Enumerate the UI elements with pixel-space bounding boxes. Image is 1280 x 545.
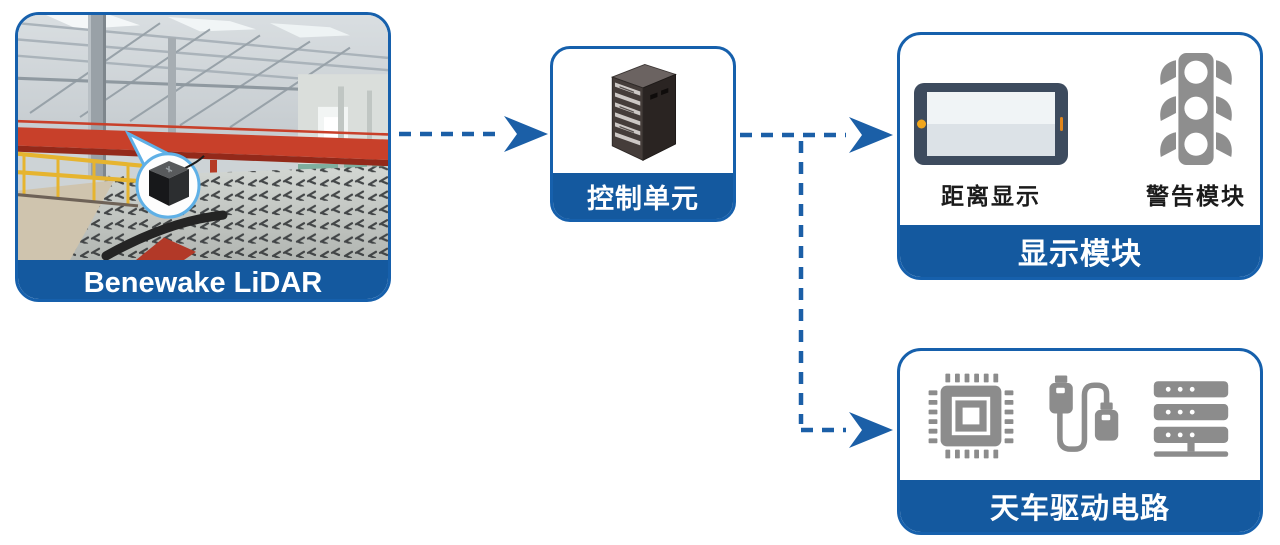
arrowhead-to-control xyxy=(504,116,548,152)
drive-circuit-label: 天车驱动电路 xyxy=(900,480,1260,532)
display-module-label: 显示模块 xyxy=(900,225,1260,277)
drive-circuit-card: 天车驱动电路 xyxy=(897,348,1263,535)
factory-photo xyxy=(18,15,388,261)
lidar-card-label: Benewake LiDAR xyxy=(18,260,388,299)
distance-display-label: 距离显示 xyxy=(941,183,1041,209)
display-module-card: 距离显示 xyxy=(897,32,1263,280)
server-tower-icon xyxy=(610,63,677,162)
arrowhead-to-display xyxy=(849,117,893,153)
server-rack-icon xyxy=(1153,380,1229,457)
usb-cable-icon xyxy=(1049,374,1119,452)
tablet-icon xyxy=(914,83,1068,165)
lidar-card: Benewake LiDAR xyxy=(15,12,391,302)
lidar-device-callout xyxy=(124,129,205,219)
warning-module-label: 警告模块 xyxy=(1146,183,1246,209)
control-unit-label: 控制单元 xyxy=(553,173,733,219)
traffic-light-icon xyxy=(1160,53,1232,165)
warning-module-item: 警告模块 xyxy=(1146,53,1246,211)
distance-display-item: 距离显示 xyxy=(914,83,1068,211)
lidar-cube-icon xyxy=(149,155,205,206)
cpu-chip-icon xyxy=(928,373,1014,458)
factory-scene-illustration xyxy=(18,15,388,261)
arrowhead-to-drive xyxy=(849,412,893,448)
control-unit-card: 控制单元 xyxy=(550,46,736,222)
